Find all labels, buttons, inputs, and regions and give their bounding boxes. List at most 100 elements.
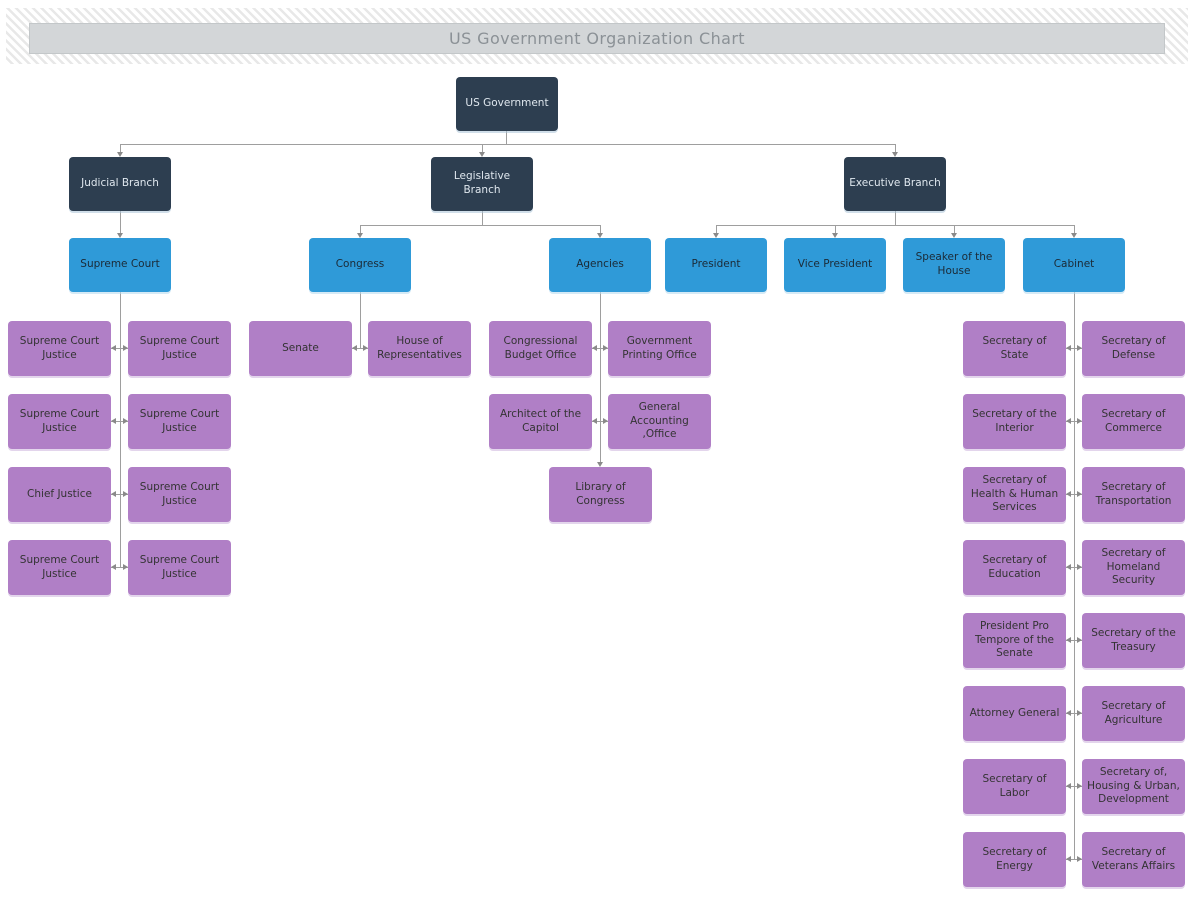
connector-line: [1066, 348, 1082, 349]
arrow-left-icon: [1066, 710, 1071, 716]
arrow-right-icon: [1077, 856, 1082, 862]
connector-line: [716, 225, 1074, 226]
arrow-left-icon: [111, 418, 116, 424]
connector-line: [360, 225, 600, 226]
arrow-left-icon: [1066, 418, 1071, 424]
connector-line: [120, 144, 895, 145]
connector-line: [506, 131, 507, 144]
arrow-down-icon: [357, 233, 363, 238]
node-speaker-of-the-house[interactable]: Speaker of the House: [903, 238, 1005, 292]
connector-line: [352, 348, 368, 349]
node-secretary-of-commerce[interactable]: Secretary of Commerce: [1082, 394, 1185, 449]
arrow-down-icon: [117, 233, 123, 238]
node-secretary-of-education[interactable]: Secretary of Education: [963, 540, 1066, 595]
connector-line: [895, 144, 896, 152]
arrow-left-icon: [592, 345, 597, 351]
chart-title: US Government Organization Chart: [29, 23, 1165, 54]
node-library-of-congress[interactable]: Library of Congress: [549, 467, 652, 522]
node-senate[interactable]: Senate: [249, 321, 352, 376]
node-congress[interactable]: Congress: [309, 238, 411, 292]
arrow-right-icon: [1077, 564, 1082, 570]
connector-line: [1074, 292, 1075, 860]
connector-line: [120, 292, 121, 568]
node-vice-president[interactable]: Vice President: [784, 238, 886, 292]
node-cabinet[interactable]: Cabinet: [1023, 238, 1125, 292]
connector-line: [1066, 567, 1082, 568]
arrow-left-icon: [111, 345, 116, 351]
connector-line: [120, 144, 121, 152]
node-government-printing-office[interactable]: Government Printing Office: [608, 321, 711, 376]
connector-line: [1066, 421, 1082, 422]
connector-line: [111, 348, 128, 349]
connector-line: [1066, 494, 1082, 495]
arrow-left-icon: [1066, 564, 1071, 570]
node-secretary-of-housing-urban-development[interactable]: Secretary of, Housing & Urban, Developme…: [1082, 759, 1185, 814]
arrow-right-icon: [603, 345, 608, 351]
arrow-left-icon: [352, 345, 357, 351]
arrow-right-icon: [1077, 637, 1082, 643]
node-secretary-of-state[interactable]: Secretary of State: [963, 321, 1066, 376]
arrow-right-icon: [123, 418, 128, 424]
arrow-right-icon: [363, 345, 368, 351]
connector-line: [1066, 786, 1082, 787]
node-legislative-branch[interactable]: Legislative Branch: [431, 157, 533, 211]
node-president-pro-tempore-of-the-senate[interactable]: President Pro Tempore of the Senate: [963, 613, 1066, 668]
arrow-left-icon: [111, 491, 116, 497]
connector-line: [360, 225, 361, 233]
connector-line: [600, 225, 601, 233]
arrow-left-icon: [1066, 345, 1071, 351]
node-secretary-of-energy[interactable]: Secretary of Energy: [963, 832, 1066, 887]
arrow-down-icon: [713, 233, 719, 238]
arrow-right-icon: [1077, 491, 1082, 497]
node-congressional-budget-office[interactable]: Congressional Budget Office: [489, 321, 592, 376]
connector-line: [592, 421, 608, 422]
node-supreme-court-justice[interactable]: Supreme Court Justice: [8, 540, 111, 595]
connector-line: [111, 567, 128, 568]
arrow-down-icon: [117, 152, 123, 157]
node-executive-branch[interactable]: Executive Branch: [844, 157, 946, 211]
node-judicial-branch[interactable]: Judicial Branch: [69, 157, 171, 211]
arrow-left-icon: [1066, 856, 1071, 862]
node-secretary-of-health-human-services[interactable]: Secretary of Health & Human Services: [963, 467, 1066, 522]
arrow-down-icon: [597, 233, 603, 238]
node-supreme-court-justice[interactable]: Supreme Court Justice: [128, 394, 231, 449]
arrow-left-icon: [1066, 637, 1071, 643]
node-secretary-of-the-treasury[interactable]: Secretary of the Treasury: [1082, 613, 1185, 668]
node-supreme-court-justice[interactable]: Supreme Court Justice: [128, 321, 231, 376]
node-secretary-of-agriculture[interactable]: Secretary of Agriculture: [1082, 686, 1185, 741]
node-secretary-of-the-interior[interactable]: Secretary of the Interior: [963, 394, 1066, 449]
arrow-down-icon: [597, 462, 603, 467]
node-secretary-of-defense[interactable]: Secretary of Defense: [1082, 321, 1185, 376]
node-architect-of-the-capitol[interactable]: Architect of the Capitol: [489, 394, 592, 449]
arrow-right-icon: [1077, 783, 1082, 789]
node-supreme-court-justice[interactable]: Supreme Court Justice: [8, 394, 111, 449]
node-secretary-of-homeland-security[interactable]: Secretary of Homeland Security: [1082, 540, 1185, 595]
node-supreme-court-justice[interactable]: Supreme Court Justice: [8, 321, 111, 376]
connector-line: [600, 292, 601, 462]
node-general-accounting-office[interactable]: General Accounting ,Office: [608, 394, 711, 449]
connector-line: [360, 292, 361, 349]
arrow-right-icon: [123, 491, 128, 497]
node-chief-justice[interactable]: Chief Justice: [8, 467, 111, 522]
connector-line: [482, 211, 483, 225]
connector-line: [1066, 713, 1082, 714]
node-secretary-of-labor[interactable]: Secretary of Labor: [963, 759, 1066, 814]
node-supreme-court-justice[interactable]: Supreme Court Justice: [128, 540, 231, 595]
connector-line: [895, 211, 896, 225]
node-house-of-representatives[interactable]: House of Representatives: [368, 321, 471, 376]
arrow-down-icon: [892, 152, 898, 157]
connector-line: [111, 494, 128, 495]
connector-line: [482, 144, 483, 152]
node-agencies[interactable]: Agencies: [549, 238, 651, 292]
node-secretary-of-veterans-affairs[interactable]: Secretary of Veterans Affairs: [1082, 832, 1185, 887]
arrow-left-icon: [1066, 491, 1071, 497]
node-attorney-general[interactable]: Attorney General: [963, 686, 1066, 741]
node-secretary-of-transportation[interactable]: Secretary of Transportation: [1082, 467, 1185, 522]
node-president[interactable]: President: [665, 238, 767, 292]
node-us-government[interactable]: US Government: [456, 77, 558, 131]
node-supreme-court-justice[interactable]: Supreme Court Justice: [128, 467, 231, 522]
arrow-down-icon: [832, 233, 838, 238]
connector-line: [835, 225, 836, 233]
arrow-down-icon: [479, 152, 485, 157]
node-supreme-court[interactable]: Supreme Court: [69, 238, 171, 292]
